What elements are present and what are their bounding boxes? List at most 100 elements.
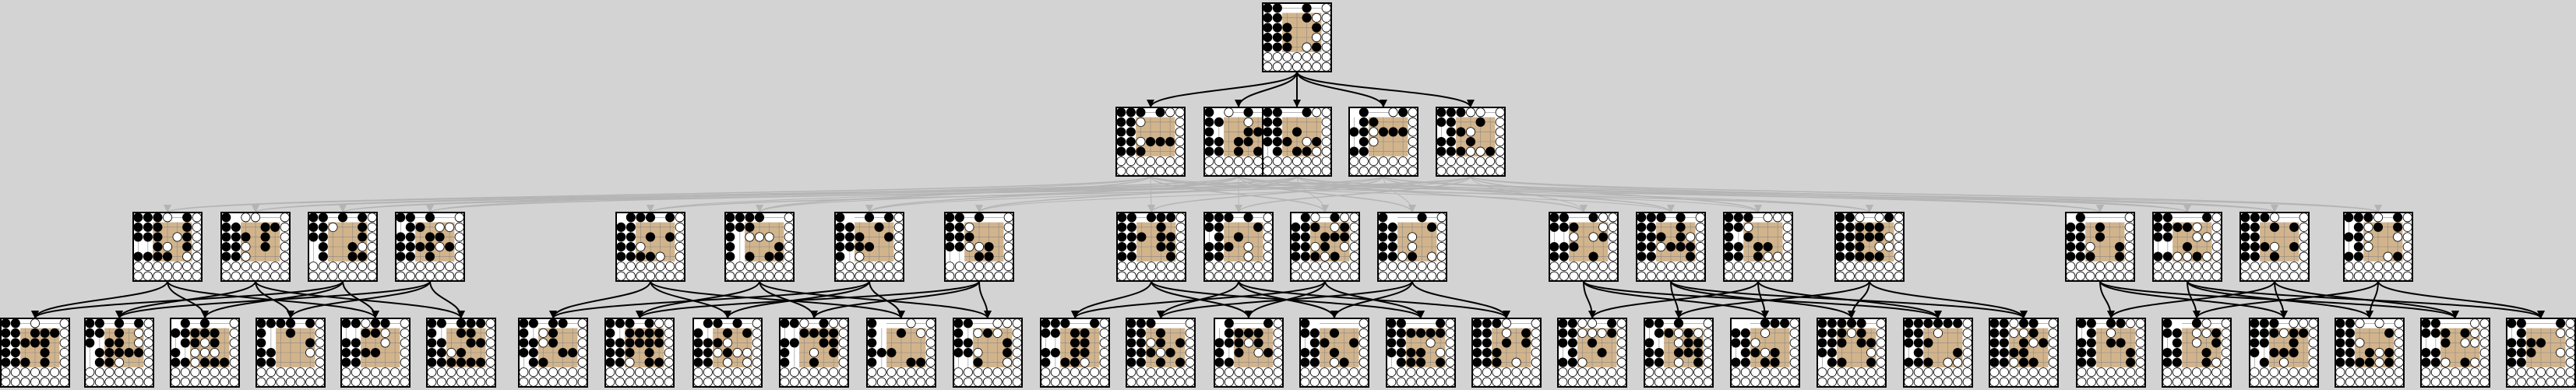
go-board-node[interactable] [255, 318, 326, 388]
white-stone [1782, 271, 1792, 281]
go-board-node[interactable] [1116, 212, 1186, 282]
go-board-node[interactable] [170, 318, 240, 388]
white-stone [2124, 222, 2134, 232]
white-stone [1175, 367, 1186, 378]
black-stone [199, 318, 210, 329]
black-stone [2430, 357, 2440, 367]
black-stone [1253, 338, 1263, 348]
go-board-node[interactable] [0, 318, 70, 388]
white-stone [1695, 271, 1705, 281]
go-board-node[interactable] [395, 212, 465, 282]
black-stone [1263, 127, 1273, 137]
go-board-node[interactable] [1436, 107, 1506, 177]
go-board-node[interactable] [1723, 212, 1793, 282]
go-board-node[interactable] [308, 212, 378, 282]
go-board-node[interactable] [1348, 107, 1418, 177]
white-stone [1146, 367, 1156, 378]
go-board-node[interactable] [518, 318, 588, 388]
black-stone [2075, 251, 2085, 262]
go-board-node[interactable] [1126, 318, 1196, 388]
white-stone [1396, 377, 1406, 387]
edge-arrowhead [756, 205, 763, 213]
go-board-node[interactable] [1386, 318, 1456, 388]
go-board-node[interactable] [220, 212, 291, 282]
white-stone [1876, 338, 1886, 348]
go-board-node[interactable] [1730, 318, 1800, 388]
white-stone [2075, 271, 2085, 281]
go-board-node[interactable] [615, 212, 685, 282]
go-board-node[interactable] [724, 212, 795, 282]
black-stone [40, 338, 50, 348]
edge-arrowhead [1580, 205, 1588, 213]
go-board-node[interactable] [1262, 107, 1332, 177]
white-stone [1146, 338, 1156, 348]
go-board-node[interactable] [1817, 318, 1887, 388]
go-board-node[interactable] [1214, 318, 1284, 388]
go-board-node[interactable] [1636, 212, 1706, 282]
go-board-node[interactable] [1040, 318, 1110, 388]
go-board-node[interactable] [834, 212, 904, 282]
go-board-node[interactable] [1262, 2, 1332, 72]
black-stone [1300, 222, 1310, 232]
go-board-node[interactable] [1644, 318, 1714, 388]
white-stone [655, 251, 665, 262]
black-stone [446, 357, 456, 367]
go-board-node[interactable] [1377, 212, 1447, 282]
white-stone [982, 367, 993, 378]
black-stone [1, 328, 11, 338]
edge-arrowhead [1235, 100, 1242, 107]
black-stone [1724, 232, 1734, 242]
go-board-node[interactable] [2162, 318, 2232, 388]
go-board-node[interactable] [944, 212, 1014, 282]
white-stone [1884, 232, 1894, 242]
black-stone [855, 232, 865, 242]
go-board-node[interactable] [692, 318, 763, 388]
white-stone [1253, 166, 1263, 176]
white-stone [1495, 166, 1505, 176]
go-board-node[interactable] [132, 212, 203, 282]
go-board-node[interactable] [1203, 212, 1274, 282]
go-board-node[interactable] [2152, 212, 2222, 282]
go-board-node[interactable] [426, 318, 496, 388]
go-board-node[interactable] [953, 318, 1023, 388]
go-board-node[interactable] [2506, 318, 2576, 388]
go-board-node[interactable] [604, 318, 675, 388]
go-board-node[interactable] [1290, 212, 1360, 282]
white-stone [2383, 271, 2393, 281]
go-board-node[interactable] [340, 318, 411, 388]
go-board-node[interactable] [2335, 318, 2405, 388]
go-board-node[interactable] [2065, 212, 2135, 282]
black-stone [754, 213, 765, 223]
go-board-node[interactable] [1299, 318, 1369, 388]
go-board-node[interactable] [866, 318, 936, 388]
white-stone [1349, 232, 1359, 242]
white-stone [241, 251, 251, 262]
go-board-node[interactable] [2076, 318, 2146, 388]
go-board-node[interactable] [1549, 212, 1619, 282]
go-board-node[interactable] [1471, 318, 1542, 388]
white-stone [2191, 338, 2202, 348]
black-stone [1904, 338, 1914, 348]
go-board-node[interactable] [1557, 318, 1627, 388]
black-stone [1116, 136, 1126, 147]
white-stone [2355, 367, 2365, 378]
black-stone [1780, 318, 1790, 329]
white-stone [1782, 222, 1792, 232]
go-board-node[interactable] [779, 318, 849, 388]
black-stone [984, 241, 994, 252]
go-board-node[interactable] [84, 318, 154, 388]
go-board-node[interactable] [1115, 107, 1186, 177]
go-board-node[interactable] [1989, 318, 2059, 388]
white-stone [1904, 367, 1914, 378]
go-board-node[interactable] [2249, 318, 2319, 388]
go-board-node[interactable] [2420, 318, 2490, 388]
white-stone [2153, 271, 2163, 281]
white-stone [1999, 367, 2009, 378]
go-board-node[interactable] [2239, 212, 2310, 282]
black-stone [370, 328, 381, 338]
go-board-node[interactable] [1903, 318, 1973, 388]
tree-edge [429, 175, 1151, 213]
go-board-node[interactable] [1834, 212, 1905, 282]
white-stone [964, 262, 974, 272]
go-board-node[interactable] [2343, 212, 2413, 282]
